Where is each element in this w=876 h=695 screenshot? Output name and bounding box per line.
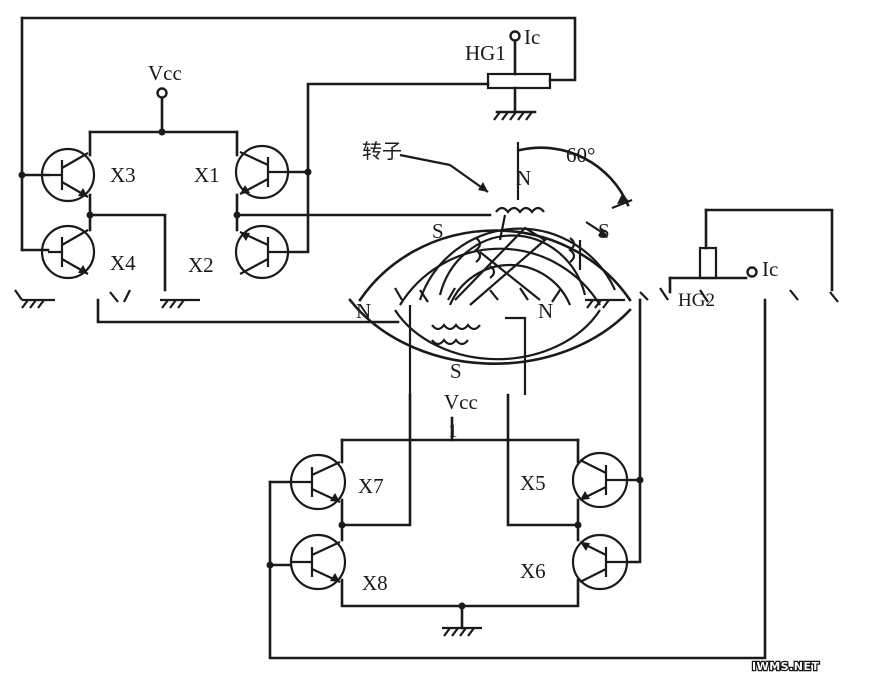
x1-label: X1 [194,163,220,187]
junction-dot [18,171,26,179]
ground-symbols-upper [21,298,625,309]
transistor-x6 [571,533,629,591]
motor-rotor-stator [348,142,633,395]
junction-dot [338,521,346,529]
ground-symbol-lower [442,626,482,637]
transistor-x2 [234,224,290,280]
vcc-bottom-node-label: 1 [448,421,458,442]
transistor-x4 [40,224,96,280]
transistor-x8 [289,533,347,591]
ic-top-terminal [509,30,521,42]
hg1-label: HG1 [465,41,506,65]
junction-dot [304,168,312,176]
angle-label: 60° [566,143,595,167]
transistor-x1 [234,144,290,200]
hall-sensor-hg2 [268,208,834,660]
x4-label: X4 [110,251,136,275]
x8-label: X8 [362,571,388,595]
scan-tear-strip [14,287,839,303]
junction-dot [636,476,644,484]
x3-label: X3 [110,163,136,187]
vcc-top-terminal [156,87,168,99]
hg2-label: HG2 [678,290,715,311]
junction-dot [86,211,94,219]
watermark: IWMS.NET [752,660,820,673]
vcc-top-label: Vcc [148,61,182,85]
pole-n-right: N [538,299,553,323]
junction-dot [458,602,466,610]
pole-n-left: N [356,299,371,323]
x2-label: X2 [188,253,214,277]
x6-label: X6 [520,559,546,583]
transistor-x7 [289,453,347,511]
junction-dot [266,561,274,569]
pole-s-left: S [432,219,444,243]
pole-s-right: S [598,219,610,243]
ic-top-label: Ic [524,25,540,49]
pole-s-bottom: S [450,359,462,383]
junction-dot [158,128,166,136]
hall-sensor-hg1 [486,38,552,121]
transistor-x5 [571,451,629,509]
lower-bridge-wiring [268,393,580,630]
pole-n-top: N [516,166,531,190]
ic-right-terminal [746,266,758,278]
junction-dot [233,211,241,219]
rotor-label: 转子 [362,139,402,163]
stator-coils [431,206,582,346]
vcc-bottom-label: Vcc [444,390,478,414]
x7-label: X7 [358,474,384,498]
transistor-x3 [40,147,96,203]
x5-label: X5 [520,471,546,495]
ic-right-label: Ic [762,257,778,281]
junction-dot [574,521,582,529]
